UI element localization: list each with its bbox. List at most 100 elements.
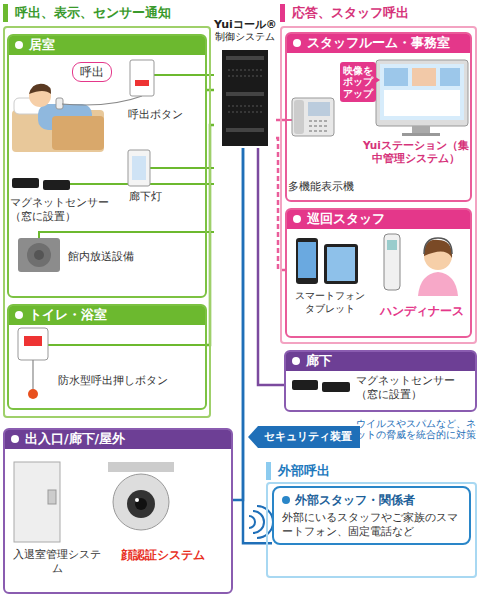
node-body: 外部にいるスタッフやご家族のスマートフォン、固定電話など bbox=[282, 510, 461, 538]
part-label: ウイルスやスパムなど、ネットの脅威を統合的に対策 bbox=[356, 418, 477, 441]
node-title: 居室 bbox=[9, 36, 205, 55]
connector bbox=[233, 148, 243, 500]
bed-person bbox=[52, 116, 104, 150]
monitor bbox=[374, 60, 468, 136]
node-title: 外部スタッフ・関係者 bbox=[282, 492, 461, 508]
node-title: 映像をポップアップ bbox=[343, 65, 373, 99]
monitor bbox=[380, 64, 464, 120]
phone bbox=[292, 98, 334, 136]
monitor bbox=[376, 60, 468, 126]
popup-tag: 映像をポップアップ bbox=[340, 62, 376, 102]
wireless-icon bbox=[249, 506, 273, 538]
mobile-devices bbox=[296, 238, 318, 284]
part-label: 館内放送設備 bbox=[68, 250, 198, 264]
corridor-lamp bbox=[128, 150, 150, 186]
node-title: 巡回スタッフ bbox=[287, 210, 470, 229]
part-label: マグネットセンサー（窓に設置） bbox=[10, 196, 110, 224]
door-panel bbox=[48, 490, 56, 504]
call-button-device bbox=[135, 80, 149, 86]
control-tower bbox=[226, 128, 264, 132]
magnet-sensor bbox=[322, 382, 350, 392]
camera bbox=[135, 498, 147, 510]
speaker bbox=[18, 238, 60, 272]
mobile-devices bbox=[327, 247, 355, 281]
node-title: セキュリティ装置 bbox=[264, 430, 352, 444]
node-title: Yuiコール® bbox=[214, 18, 276, 31]
node-title: 外部呼出 bbox=[266, 462, 477, 480]
bed-person bbox=[12, 110, 104, 152]
bed-person bbox=[12, 84, 142, 152]
mobile-devices bbox=[387, 240, 397, 250]
node-title: スタッフルーム・事務室 bbox=[287, 34, 470, 53]
bed-person bbox=[56, 98, 63, 109]
part-label: スマートフォン タブレット bbox=[290, 290, 370, 315]
node-title: 応答、スタッフ呼出 bbox=[280, 4, 477, 22]
control-tower bbox=[228, 70, 262, 112]
nurse bbox=[424, 240, 452, 258]
camera bbox=[108, 462, 174, 530]
part-label: 多機能表示機 bbox=[288, 180, 408, 194]
waterproof-button bbox=[18, 328, 48, 399]
device-wires bbox=[48, 344, 207, 346]
phone bbox=[292, 98, 334, 136]
security-device: セキュリティ装置 bbox=[248, 426, 360, 448]
external-box: 外部スタッフ・関係者外部にいるスタッフやご家族のスマートフォン、固定電話など bbox=[272, 486, 471, 545]
nurse bbox=[418, 272, 458, 296]
node-title: 呼出、表示、センサー通知 bbox=[3, 4, 211, 22]
nurse bbox=[418, 238, 458, 296]
phone bbox=[294, 100, 304, 134]
device-wires bbox=[150, 167, 214, 169]
corridor-lamp bbox=[128, 150, 150, 186]
bed-person bbox=[29, 84, 51, 94]
wireless-icon bbox=[249, 516, 255, 528]
speaker bbox=[18, 238, 60, 272]
waterproof-button bbox=[18, 328, 48, 360]
part-label: マグネットセンサー（窓に設置） bbox=[356, 374, 474, 402]
control-tower bbox=[226, 56, 264, 60]
node-title: 廊下 bbox=[286, 352, 475, 371]
control-tower bbox=[222, 50, 268, 146]
corridor-lamp bbox=[132, 156, 146, 180]
node-title: 出入口/廊下/屋外 bbox=[5, 430, 231, 449]
region-panel: 外部呼出外部スタッフ・関係者外部にいるスタッフやご家族のスマートフォン、固定電話… bbox=[266, 462, 477, 578]
node-title: トイレ・浴室 bbox=[9, 306, 205, 325]
part-label: 廊下灯 bbox=[120, 190, 170, 204]
nurse bbox=[424, 238, 452, 254]
speaker bbox=[27, 243, 51, 267]
monitor bbox=[412, 126, 430, 133]
camera bbox=[127, 490, 155, 518]
part-label: Yuiステーション（集中管理システム） bbox=[362, 139, 470, 165]
room-panel: トイレ・浴室 bbox=[7, 304, 207, 410]
magnet-sensor bbox=[292, 380, 318, 390]
part-label: 入退室管理システム bbox=[8, 548, 106, 576]
bed-person bbox=[62, 96, 142, 105]
room-panel: 巡回スタッフ bbox=[285, 208, 472, 338]
magnet-sensor bbox=[43, 180, 70, 190]
device-wires bbox=[39, 232, 214, 238]
monitor bbox=[384, 68, 408, 86]
monitor bbox=[412, 68, 436, 86]
speaker bbox=[34, 250, 44, 260]
call-button-device bbox=[130, 60, 154, 96]
camera bbox=[113, 474, 169, 530]
door-panel bbox=[14, 462, 60, 542]
phone bbox=[308, 102, 330, 116]
camera bbox=[135, 498, 139, 502]
call-button-device bbox=[130, 60, 154, 96]
room-panel: 出入口/廊下/屋外 bbox=[3, 428, 233, 594]
wireless-icon bbox=[253, 511, 264, 533]
mobile-devices bbox=[298, 242, 316, 278]
monitor bbox=[384, 90, 460, 116]
node-title: 呼出 bbox=[80, 65, 104, 79]
waterproof-button bbox=[24, 336, 42, 346]
control-system: Yuiコール®制御システム bbox=[214, 18, 276, 148]
phone bbox=[309, 121, 329, 131]
wireless-icon bbox=[257, 506, 273, 538]
node-body: 制御システム bbox=[214, 31, 276, 43]
door-panel bbox=[14, 462, 60, 542]
waterproof-button bbox=[28, 389, 38, 399]
monitor bbox=[440, 68, 460, 86]
monitor bbox=[402, 133, 440, 136]
